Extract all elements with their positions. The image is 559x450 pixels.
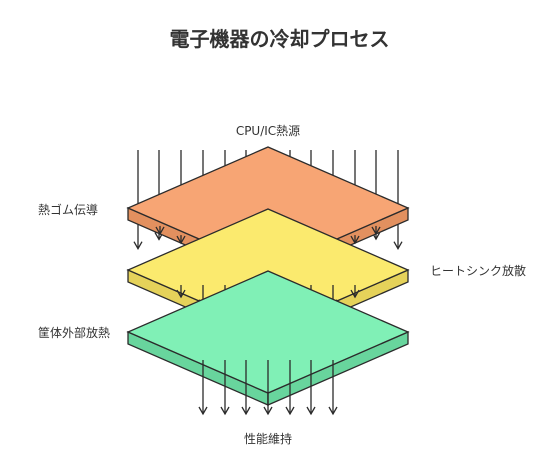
down-arrow-icon bbox=[263, 360, 273, 416]
label-performance: 性能維持 bbox=[244, 431, 292, 446]
down-arrow-icon bbox=[393, 150, 403, 250]
down-arrow-icon bbox=[220, 360, 230, 416]
down-arrow-icon bbox=[241, 360, 251, 416]
label-thermal-rubber: 熱ゴム伝導 bbox=[38, 202, 98, 217]
housing-layer bbox=[126, 270, 410, 406]
down-arrow-icon bbox=[133, 150, 143, 250]
heat-flow-arrows-outgoing bbox=[198, 360, 338, 416]
down-arrow-icon bbox=[328, 360, 338, 416]
down-arrow-icon bbox=[176, 285, 186, 299]
down-arrow-icon bbox=[155, 225, 165, 236]
label-heat-source: CPU/IC熱源 bbox=[236, 124, 300, 138]
down-arrow-icon bbox=[371, 225, 381, 236]
label-heatsink: ヒートシンク放散 bbox=[430, 263, 526, 278]
diagram-title: 電子機器の冷却プロセス bbox=[170, 27, 390, 51]
down-arrow-icon bbox=[285, 360, 295, 416]
label-housing: 筐体外部放熱 bbox=[38, 325, 110, 340]
down-arrow-icon bbox=[350, 285, 360, 299]
down-arrow-icon bbox=[176, 235, 186, 245]
down-arrow-icon bbox=[198, 360, 208, 416]
down-arrow-icon bbox=[350, 235, 360, 245]
down-arrow-icon bbox=[306, 360, 316, 416]
